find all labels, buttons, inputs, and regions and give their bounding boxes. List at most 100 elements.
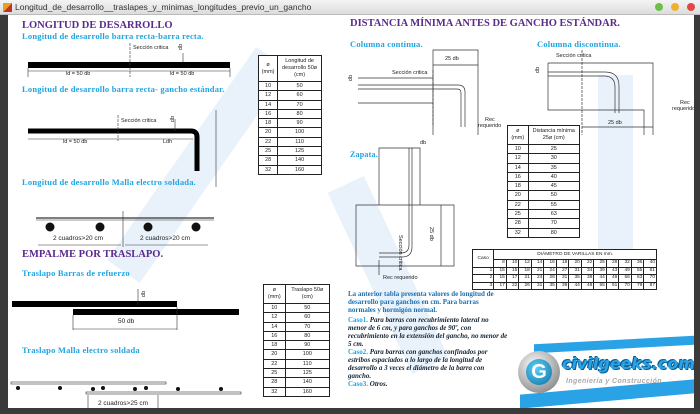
table-cell: 80 [527,227,581,238]
dimension-label: ld = 50 db [66,71,91,77]
table-cell: 80 [284,330,331,342]
table-cell: 79 [630,281,645,290]
diameter-header: 28 [605,259,620,268]
table-cell: 34 [580,266,595,275]
table-cell: 10 [257,80,279,92]
case-label: Caso2. [348,348,369,356]
logo-globe-icon: G [518,351,560,393]
table-cell: 31 [555,274,570,283]
diameter-header: 10 [505,259,520,268]
dimension-label: 2 cuadros>20 cm [53,235,104,242]
table-cell: 10 [507,143,529,155]
diameter-header: 12 [518,259,532,268]
table-cell: 49 [618,266,632,275]
maximize-button[interactable] [655,3,663,11]
table-cell: 22 [507,199,529,211]
table-cell: 3 [471,281,495,290]
diameter-header: 20 [568,259,582,268]
table-cell: 28 [257,155,279,166]
title-bar: Longitud_de_desarrollo__traslapes_y_mini… [0,0,700,15]
diameter-header: 36 [630,259,645,268]
dimension-label: 25 db [428,227,434,241]
table-cell: 25 [257,146,279,157]
table-cell: 140 [284,377,331,388]
minimize-button[interactable] [671,3,679,11]
rec-label: Rec [680,100,690,106]
bar-straight-diagram [27,43,231,247]
table-cell: 32 [257,164,279,175]
table-cell: 15 [505,266,520,275]
table-cell: 12 [507,153,529,164]
table-cell: 70 [277,99,322,110]
dimension-label: Ldh [163,139,173,145]
subheading: Longitud de desarrollo barra recta- ganc… [22,84,225,94]
diameter-header: 22 [580,259,595,268]
dimension-label: 25 db [608,120,622,126]
section-heading: DISTANCIA MÍNIMA ANTES DE GANCHO ESTÁNDA… [350,18,620,29]
table-cell: 28 [263,377,286,388]
rec-label: requerido [478,123,502,129]
table-cell: 55 [630,266,645,275]
critical-section-label: Sección critica [121,118,157,124]
close-button[interactable] [687,3,695,11]
table-cell: 100 [277,127,322,138]
dimension-label: ld = 50 db [63,139,88,145]
table-cell: 50 [277,80,322,92]
table-cell: 25 [507,209,529,220]
document-view: LONGITUD DE DESARROLLO Longitud de desar… [8,15,694,408]
table-cell: 24 [543,266,557,275]
table-cell: 49 [605,274,620,283]
case-text: Otros. [369,380,388,388]
table-header-row: ø (mm)Distancia mínima 25ø (cm) [507,125,581,145]
table-cell: 14 [257,99,279,110]
table-cell: 60 [284,312,331,323]
db-label: db [420,140,427,146]
table-cell: 15 [493,274,507,283]
table-cell: 22 [263,358,286,370]
table-cell: 21 [518,274,532,283]
table-cell: 17 [493,281,507,290]
table-cell: 18 [257,118,279,129]
table-cell: 125 [277,146,322,157]
table-cell: 26 [518,281,532,290]
subheading: Zapata. [350,150,378,159]
dimension-label: 50 db [118,318,135,325]
rec-label: Rec [485,117,495,123]
table-cell: 90 [277,118,322,129]
table-cell: 56 [618,274,632,283]
table-cell: 15 [493,266,507,275]
table-cell: 70 [527,218,581,229]
dimension-label: 2 cuadros>20 cm [140,235,191,242]
table-cell: 43 [605,266,620,275]
critical-section-label: Sección critica [556,53,592,59]
table-cell: 18 [507,181,529,192]
table-cell: 17 [505,274,520,283]
diameter-header: 40 [643,259,657,268]
case-text: Para barras con recubrimiento lateral no… [348,316,508,348]
table-cell: 20 [507,190,529,201]
diameter-header: 14 [530,259,545,268]
dimension-label: ld = 50 db [170,71,195,77]
table-cell: 31 [568,266,582,275]
